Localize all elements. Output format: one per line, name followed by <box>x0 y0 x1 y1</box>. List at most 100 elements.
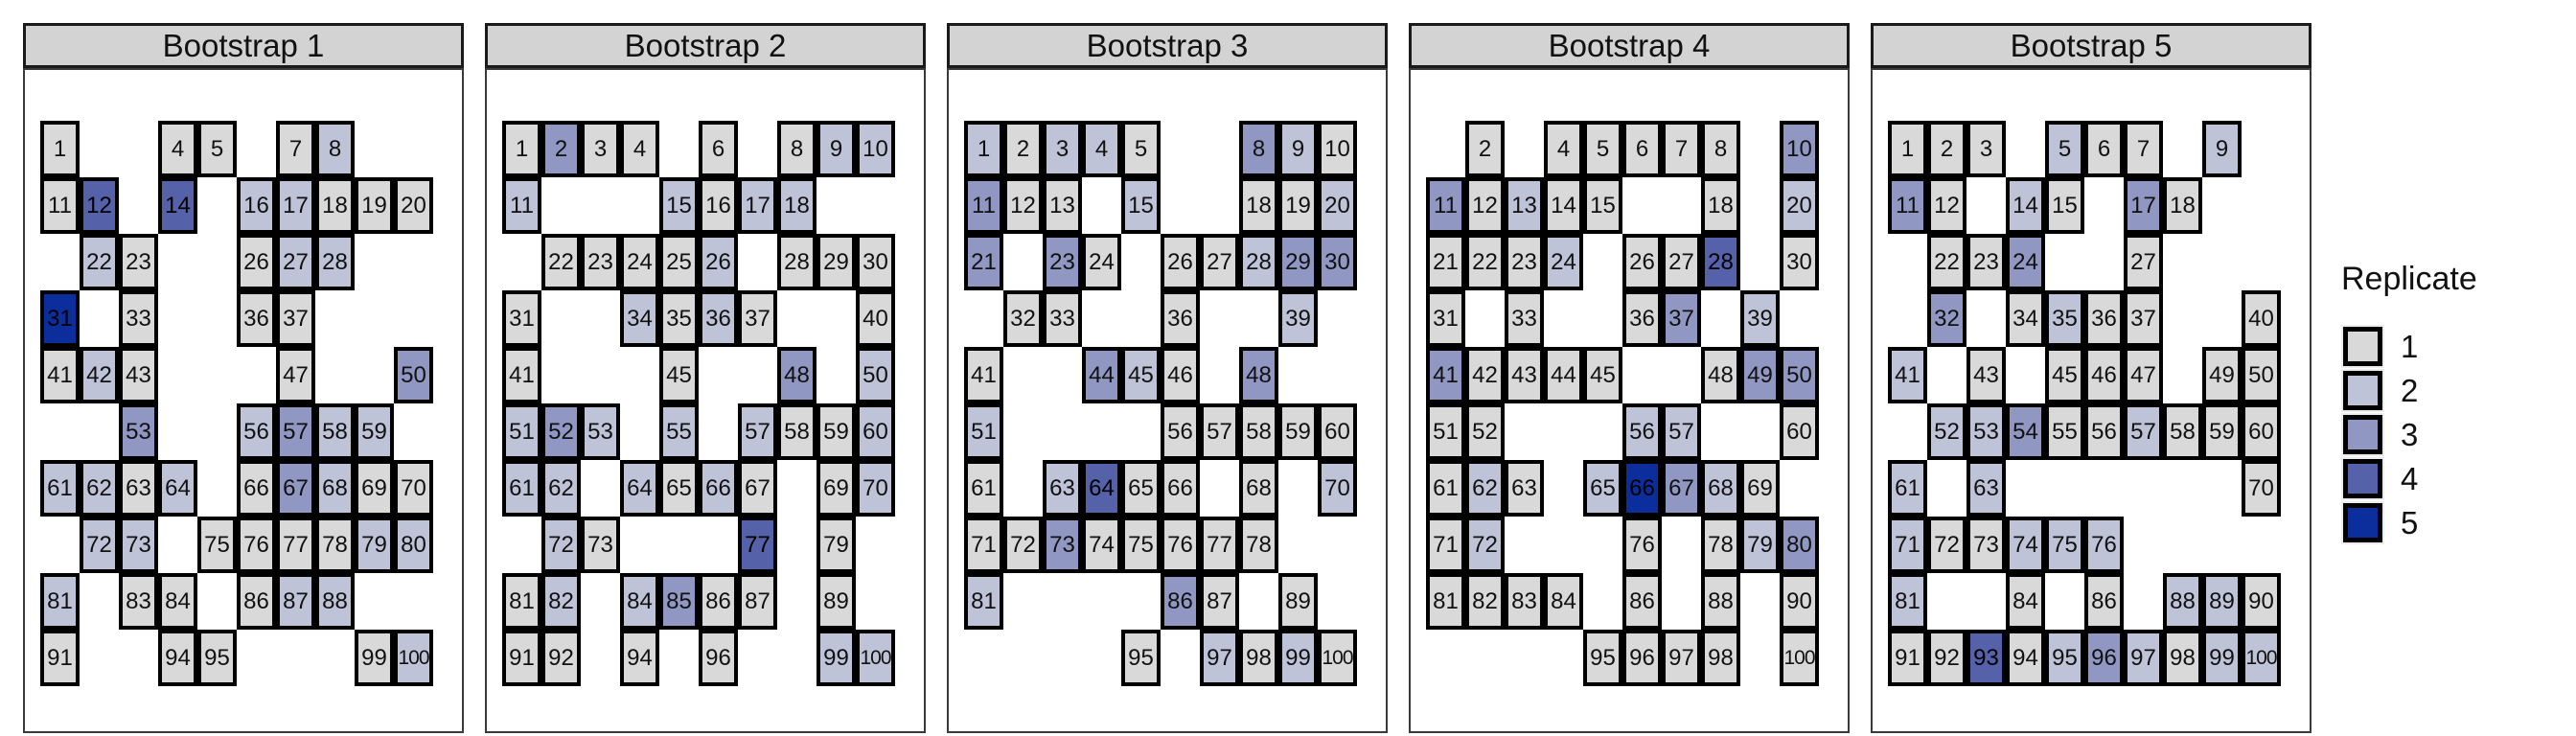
grid-cell-86: 86 <box>699 573 738 630</box>
grid-cell-81: 81 <box>964 573 1003 630</box>
grid-cell-35: 35 <box>659 290 699 347</box>
grid-cell-11: 11 <box>502 177 541 234</box>
grid-cell-65: 65 <box>659 460 699 517</box>
grid-cell-77: 77 <box>276 517 315 573</box>
grid-cell-94: 94 <box>158 630 197 686</box>
grid-cell-45: 45 <box>659 347 699 403</box>
grid-cell-9: 9 <box>2202 121 2242 177</box>
grid-cell-59: 59 <box>816 403 856 460</box>
facet-strip: Bootstrap 2 <box>485 23 926 68</box>
grid-cell-59: 59 <box>355 403 394 460</box>
grid-cell-100: 100 <box>1780 630 1819 686</box>
grid-cell-98: 98 <box>2163 630 2202 686</box>
grid-cell-26: 26 <box>1622 234 1662 290</box>
grid-cell-15: 15 <box>1583 177 1622 234</box>
grid-cell-34: 34 <box>620 290 659 347</box>
grid-cell-32: 32 <box>1003 290 1043 347</box>
grid-cell-36: 36 <box>699 290 738 347</box>
facet-strip: Bootstrap 4 <box>1409 23 1850 68</box>
grid-cell-17: 17 <box>276 177 315 234</box>
grid-cell-22: 22 <box>1927 234 1966 290</box>
grid-cell-60: 60 <box>1780 403 1819 460</box>
grid-cell-69: 69 <box>1740 460 1780 517</box>
grid-cell-57: 57 <box>1662 403 1701 460</box>
grid-cell-81: 81 <box>40 573 80 630</box>
grid-cell-54: 54 <box>2006 403 2045 460</box>
grid-cell-74: 74 <box>1082 517 1121 573</box>
legend-key-5: 5 <box>2341 501 2477 544</box>
grid-cell-31: 31 <box>40 290 80 347</box>
grid-cell-46: 46 <box>2084 347 2124 403</box>
grid-cell-10: 10 <box>856 121 895 177</box>
grid-cell-41: 41 <box>502 347 541 403</box>
grid-cell-71: 71 <box>1888 517 1927 573</box>
grid-cell-8: 8 <box>315 121 355 177</box>
grid-cell-16: 16 <box>237 177 276 234</box>
grid-cell-64: 64 <box>620 460 659 517</box>
grid-cell-57: 57 <box>2124 403 2163 460</box>
grid-cell-11: 11 <box>964 177 1003 234</box>
grid-cell-6: 6 <box>1622 121 1662 177</box>
grid-cell-28: 28 <box>777 234 816 290</box>
grid-cell-81: 81 <box>502 573 541 630</box>
grid-cell-55: 55 <box>659 403 699 460</box>
grid-cell-61: 61 <box>40 460 80 517</box>
grid-cell-43: 43 <box>1966 347 2006 403</box>
grid-cell-46: 46 <box>1161 347 1200 403</box>
grid-cell-40: 40 <box>856 290 895 347</box>
grid-cell-95: 95 <box>1121 630 1161 686</box>
grid-cell-52: 52 <box>541 403 581 460</box>
grid-cell-45: 45 <box>1121 347 1161 403</box>
grid-cell-73: 73 <box>1966 517 2006 573</box>
grid-cell-66: 66 <box>1161 460 1200 517</box>
legend-swatch <box>2343 415 2382 454</box>
grid-cell-87: 87 <box>276 573 315 630</box>
grid-cell-82: 82 <box>541 573 581 630</box>
grid-cell-13: 13 <box>1043 177 1082 234</box>
grid-cell-7: 7 <box>276 121 315 177</box>
grid-cell-58: 58 <box>777 403 816 460</box>
grid-cell-37: 37 <box>2124 290 2163 347</box>
grid-cell-12: 12 <box>1465 177 1505 234</box>
grid-cell-79: 79 <box>355 517 394 573</box>
grid-cell-26: 26 <box>1161 234 1200 290</box>
grid-cell-56: 56 <box>1161 403 1200 460</box>
grid-cell-11: 11 <box>1426 177 1465 234</box>
grid-cell-24: 24 <box>1544 234 1583 290</box>
grid-cell-86: 86 <box>1622 573 1662 630</box>
grid-cell-89: 89 <box>2202 573 2242 630</box>
grid-cell-63: 63 <box>119 460 158 517</box>
grid-cell-2: 2 <box>1003 121 1043 177</box>
grid-cell-6: 6 <box>699 121 738 177</box>
grid-cell-11: 11 <box>40 177 80 234</box>
grid-cell-62: 62 <box>80 460 119 517</box>
grid-cell-41: 41 <box>40 347 80 403</box>
grid-cell-96: 96 <box>1622 630 1662 686</box>
grid-cell-24: 24 <box>1082 234 1121 290</box>
grid-cell-18: 18 <box>777 177 816 234</box>
grid-cell-9: 9 <box>1278 121 1318 177</box>
grid-cell-22: 22 <box>1465 234 1505 290</box>
grid-cell-99: 99 <box>816 630 856 686</box>
grid-cell-14: 14 <box>1544 177 1583 234</box>
grid-cell-75: 75 <box>1121 517 1161 573</box>
grid-cell-51: 51 <box>964 403 1003 460</box>
grid-cell-20: 20 <box>1318 177 1357 234</box>
grid-cell-70: 70 <box>2242 460 2281 517</box>
grid-cell-83: 83 <box>119 573 158 630</box>
facet-strip: Bootstrap 3 <box>947 23 1388 68</box>
grid-cell-48: 48 <box>777 347 816 403</box>
legend-swatch <box>2343 503 2382 542</box>
grid-cell-64: 64 <box>158 460 197 517</box>
grid-cell-35: 35 <box>2045 290 2084 347</box>
grid-cell-20: 20 <box>394 177 433 234</box>
legend-title: Replicate <box>2341 261 2477 297</box>
legend-key-background <box>2341 413 2384 456</box>
legend-key-background <box>2341 325 2384 368</box>
